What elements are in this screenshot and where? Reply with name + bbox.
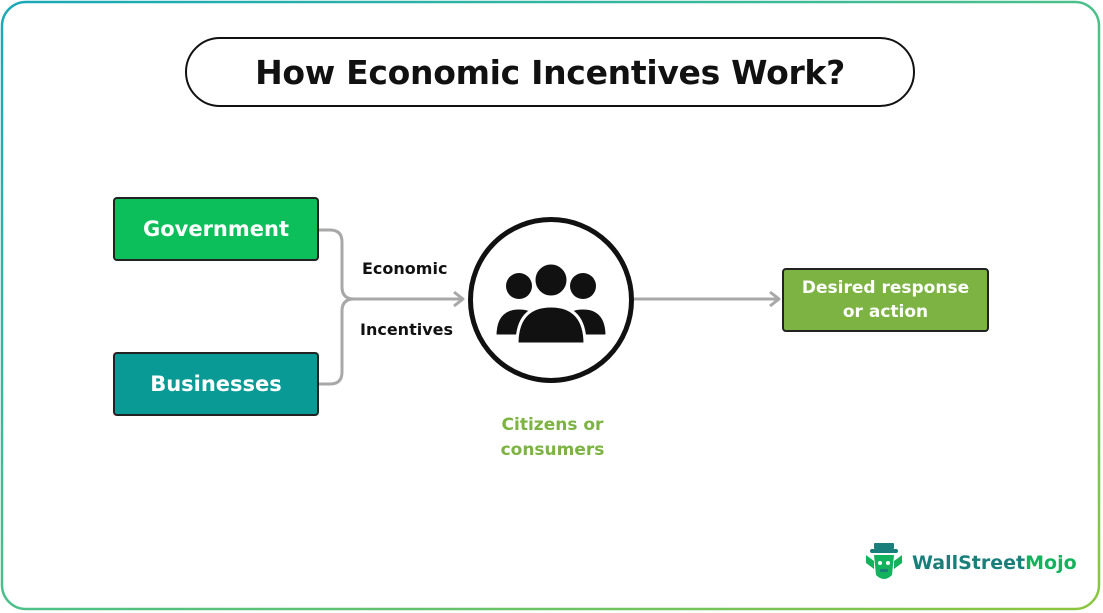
edge-label-incentives: Incentives — [360, 320, 454, 339]
diagram-title: How Economic Incentives Work? — [185, 37, 915, 107]
citizens-caption: Citizens or consumers — [500, 415, 605, 460]
people-group-icon — [493, 261, 609, 346]
connector-government — [319, 228, 355, 301]
mascot-icon — [866, 543, 902, 579]
brand-mojo: Mojo — [1025, 552, 1077, 574]
brand-wallstreet: WallStreet — [912, 552, 1026, 574]
edge-label-economic: Economic — [362, 259, 448, 278]
brand-name: WallStreetMojo — [912, 552, 1077, 574]
government-label: Government — [142, 217, 289, 241]
government-box: Government — [113, 197, 319, 261]
businesses-label: Businesses — [150, 372, 282, 396]
arrowhead-result — [769, 290, 781, 308]
arrowhead-citizens — [453, 290, 465, 308]
result-label: Desired response or action — [801, 278, 970, 322]
citizens-circle — [468, 217, 634, 383]
brand-logo: WallStreetMojo — [862, 541, 1077, 585]
result-box: Desired response or action — [782, 268, 989, 332]
businesses-box: Businesses — [113, 352, 319, 416]
connector-businesses — [319, 297, 355, 386]
